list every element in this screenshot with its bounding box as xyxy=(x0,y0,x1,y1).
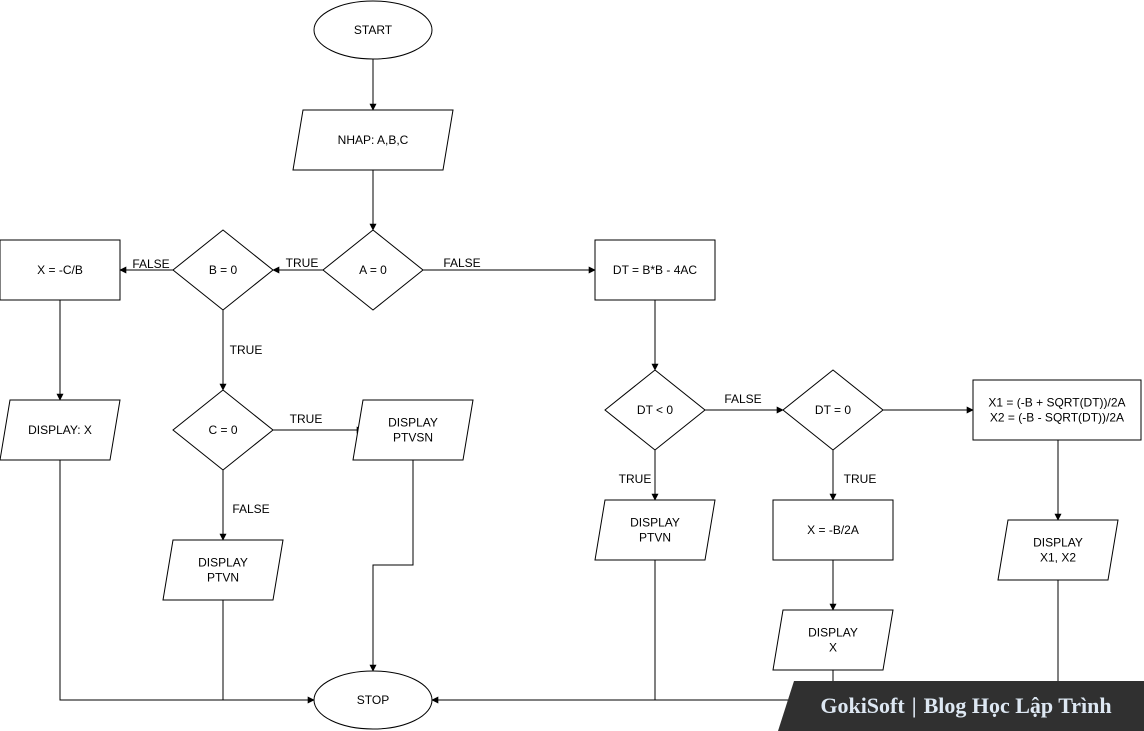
node-label: DT < 0 xyxy=(637,403,673,417)
node-a-zero: A = 0 xyxy=(322,229,424,311)
edge-label-dt-eq-true: TRUE xyxy=(844,472,877,486)
node-shape xyxy=(594,499,716,561)
node-label-line: DT = 0 xyxy=(815,403,851,417)
node-label: DT = 0 xyxy=(815,403,851,417)
node-label-line: DISPLAY xyxy=(808,626,858,640)
edges-layer xyxy=(56,59,1062,704)
edge-label-b-true: TRUE xyxy=(230,343,263,357)
node-label-line: DISPLAY xyxy=(630,516,680,530)
edge-label-dt-lt-false: FALSE xyxy=(724,392,761,406)
node-label-line: B = 0 xyxy=(209,263,238,277)
node-label-line: C = 0 xyxy=(208,423,237,437)
node-x-b2a: X = -B/2A xyxy=(772,499,894,561)
node-shape xyxy=(322,229,424,311)
node-label: X = -C/B xyxy=(37,263,83,277)
node-shape xyxy=(162,539,284,601)
watermark-brand: GokiSoft xyxy=(820,693,905,718)
node-label-line: DISPLAY xyxy=(388,416,438,430)
node-label-line: X = -C/B xyxy=(37,263,83,277)
node-shape xyxy=(604,369,706,451)
node-label: STOP xyxy=(357,693,389,707)
node-label: NHAP: A,B,C xyxy=(338,133,409,147)
node-label: X = -B/2A xyxy=(807,523,859,537)
watermark-tagline: Blog Học Lập Trình xyxy=(923,693,1112,718)
node-shape xyxy=(997,519,1119,581)
edge-label-a-true: TRUE xyxy=(286,256,319,270)
watermark-banner: GokiSoft | Blog Học Lập Trình xyxy=(778,681,1144,731)
node-shape xyxy=(782,369,884,451)
node-dt-eq-zero: DT = 0 xyxy=(782,369,884,451)
node-shape xyxy=(772,609,894,671)
node-label: A = 0 xyxy=(359,263,387,277)
edge-display-x-left-to-stop xyxy=(59,460,315,704)
node-label-line: NHAP: A,B,C xyxy=(338,133,409,147)
node-shape xyxy=(972,379,1142,441)
node-label-line: STOP xyxy=(357,693,389,707)
node-dt-lt-zero: DT < 0 xyxy=(604,369,706,451)
edge-label-a-false: FALSE xyxy=(443,256,480,270)
node-label-line: DISPLAY xyxy=(1033,536,1083,550)
node-label: START xyxy=(354,23,393,37)
node-label-line: X = -B/2A xyxy=(807,523,859,537)
node-c-zero: C = 0 xyxy=(172,389,274,471)
node-display-x-left: DISPLAY: X xyxy=(0,399,121,461)
node-stop: STOP xyxy=(313,670,433,730)
node-label-line: DT < 0 xyxy=(637,403,673,417)
node-shape xyxy=(313,0,433,60)
node-shape xyxy=(292,109,454,171)
node-label-line: DISPLAY: X xyxy=(28,423,92,437)
node-x-cb: X = -C/B xyxy=(0,239,121,301)
node-b-zero: B = 0 xyxy=(172,229,274,311)
node-shape xyxy=(0,239,121,301)
node-label-line: PTVN xyxy=(639,531,671,545)
node-shape xyxy=(594,239,716,301)
edge-label-dt-lt-true: TRUE xyxy=(619,472,652,486)
node-dt-calc: DT = B*B - 4AC xyxy=(594,239,716,301)
edge-label-b-false: FALSE xyxy=(132,257,169,271)
node-label: C = 0 xyxy=(208,423,237,437)
node-input: NHAP: A,B,C xyxy=(292,109,454,171)
node-label-line: X1, X2 xyxy=(1040,551,1076,565)
node-shape xyxy=(313,670,433,730)
node-label-line: START xyxy=(354,23,393,37)
node-label-line: A = 0 xyxy=(359,263,387,277)
edge-display-ptvsn-to-stop xyxy=(369,460,414,672)
watermark-separator: | xyxy=(911,693,917,718)
node-label-line: DISPLAY xyxy=(198,556,248,570)
node-label-line: X xyxy=(829,641,837,655)
node-label: DISPLAY: X xyxy=(28,423,92,437)
node-label: DT = B*B - 4AC xyxy=(613,263,697,277)
node-shape xyxy=(172,389,274,471)
node-label: B = 0 xyxy=(209,263,238,277)
node-label-line: DT = B*B - 4AC xyxy=(613,263,697,277)
node-label-line: PTVSN xyxy=(393,431,433,445)
node-label-line: X2 = (-B - SQRT(DT))/2A xyxy=(990,411,1124,425)
node-label-line: PTVN xyxy=(207,571,239,585)
node-shape xyxy=(352,399,474,461)
edge-label-c-true: TRUE xyxy=(290,412,323,426)
node-shape xyxy=(0,399,121,461)
edge-labels-layer: TRUE FALSE FALSE TRUE TRUE FALSE FALSE TRUE TRUE xyxy=(132,256,876,516)
edge-label-c-false: FALSE xyxy=(232,502,269,516)
node-shape xyxy=(772,499,894,561)
node-shape xyxy=(172,229,274,311)
node-label-line: X1 = (-B + SQRT(DT))/2A xyxy=(988,396,1125,410)
node-start: START xyxy=(313,0,433,60)
